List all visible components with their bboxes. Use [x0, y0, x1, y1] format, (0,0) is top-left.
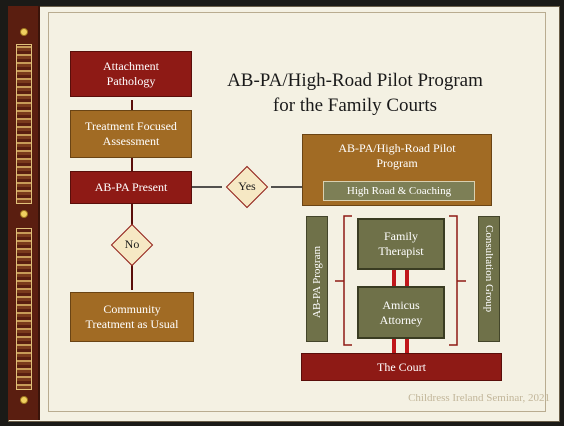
high-road-coaching-box: High Road & Coaching [323, 181, 475, 201]
the-court-label: The Court [377, 359, 426, 374]
title-line-2: for the Family Courts [272, 95, 438, 116]
ornament-band [16, 44, 32, 204]
decorative-strip [8, 6, 40, 420]
attachment-pathology-line-2: Pathology [106, 74, 156, 88]
high-road-coaching-label: High Road & Coaching [346, 184, 452, 197]
pilot-program-line-1: AB-PA/High-Road Pilot [338, 141, 456, 155]
consultation-group-label: Consultation Group [483, 225, 495, 313]
attachment-pathology-line-1: Attachment [103, 59, 159, 73]
community-treatment-line-2: Treatment as Usual [85, 317, 179, 331]
abpa-program-box [306, 216, 328, 342]
attachment-pathology-box: Attachment Pathology [70, 51, 192, 97]
community-treatment-line-1: Community [103, 302, 161, 316]
no-decision-label: No [124, 237, 140, 251]
family-therapist-line-2: Therapist [378, 244, 424, 258]
amicus-attorney-line-1: Amicus [382, 297, 420, 312]
footer-credit: Childress Ireland Seminar, 2021 [408, 392, 550, 404]
ornament-band [16, 228, 32, 390]
family-therapist-line-1: Family [383, 229, 418, 243]
community-treatment-box: Community Treatment as Usual [70, 292, 194, 342]
ornament-dot-icon [20, 28, 28, 36]
ornament-dot-icon [20, 396, 28, 404]
yes-decision-label: Yes [238, 179, 256, 193]
family-therapist-box: Family Therapist [357, 218, 445, 270]
slide-title: AB-PA/High-Road Pilot Program for the Fa… [205, 68, 505, 118]
pilot-program-line-2: Program [376, 156, 418, 170]
the-court-box: The Court [301, 353, 502, 381]
abpa-present-label: AB-PA Present [94, 180, 168, 194]
amicus-attorney-line-2: Attorney [379, 312, 423, 327]
amicus-attorney-box: Amicus Attorney [357, 286, 445, 339]
abpa-present-box: AB-PA Present [70, 171, 192, 204]
title-line-1: AB-PA/High-Road Pilot Program [227, 70, 483, 91]
ornament-dot-icon [20, 210, 28, 218]
inner-border [48, 12, 546, 412]
treatment-assessment-box: Treatment Focused Assessment [70, 110, 192, 158]
treatment-assessment-line-1: Treatment Focused [85, 119, 177, 133]
abpa-program-label: AB-PA Program [311, 245, 323, 318]
consultation-group-box [478, 216, 500, 342]
treatment-assessment-line-2: Assessment [102, 134, 160, 148]
